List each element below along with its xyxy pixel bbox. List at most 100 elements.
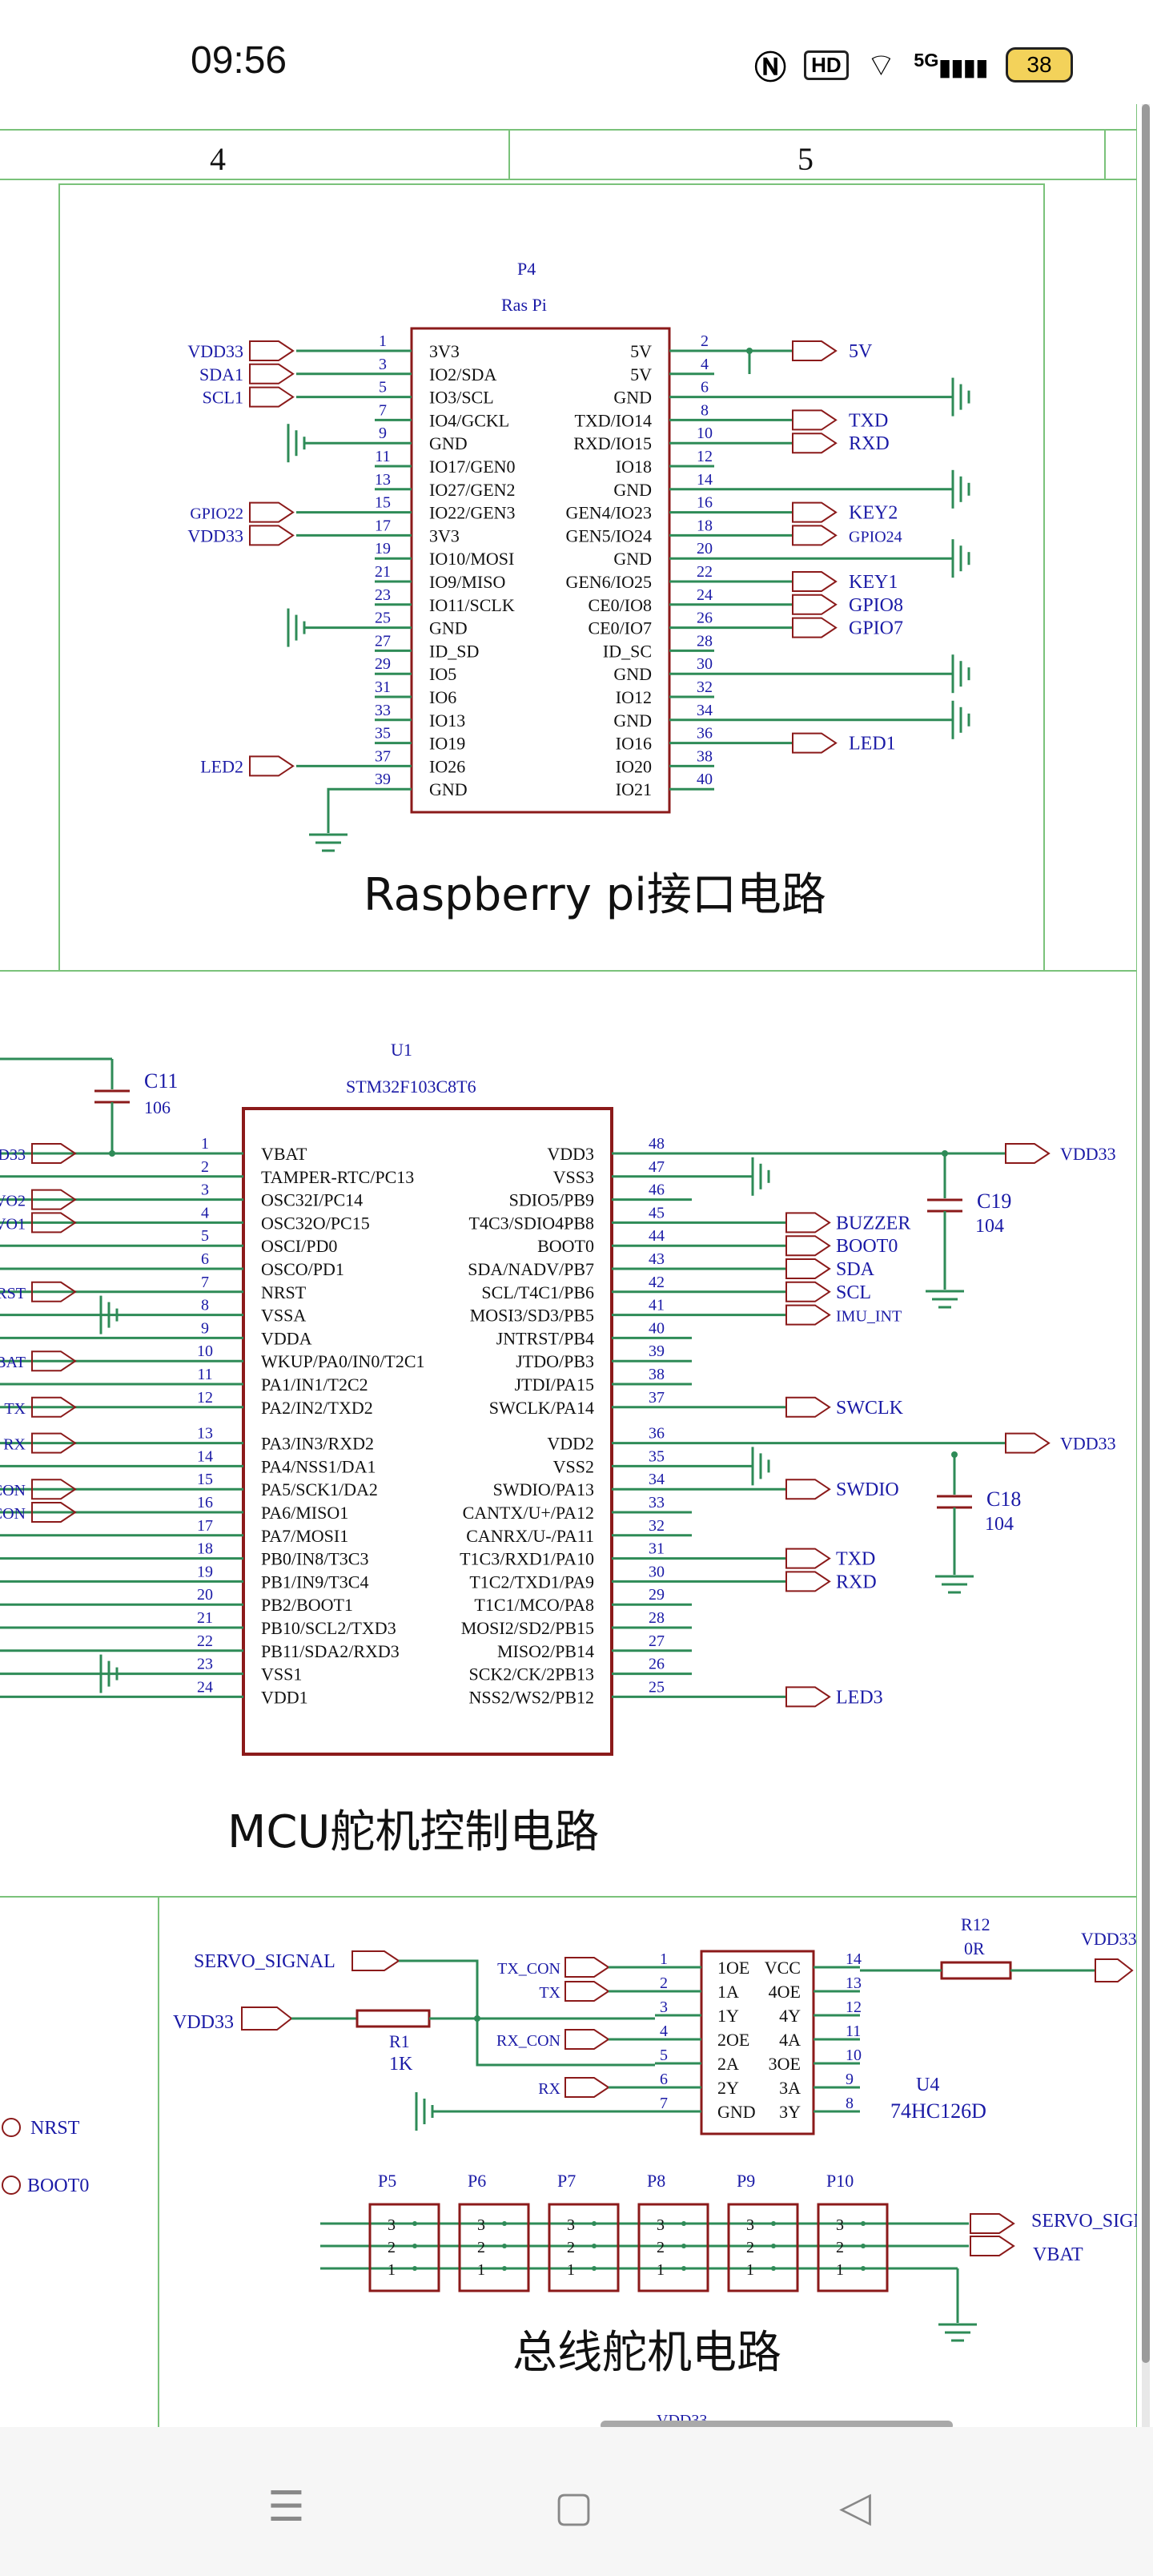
u1-pin-number: 24 (197, 1678, 213, 1696)
bus-servo-circuit[interactable]: SERVO_SIGNAL VDD33 R1 1K NRST BOOT0 U4 7… (2, 1914, 1153, 2429)
u1-pin-name: MOSI2/SD2/PB15 (461, 1618, 594, 1638)
connector-pin-dot (502, 2221, 507, 2226)
u4-pin-number: 14 (846, 1950, 862, 1968)
u1-pin-number: 27 (649, 1632, 665, 1650)
capacitor-c19[interactable]: C19 104 (927, 1150, 1011, 1290)
u1-pin-name: JTDI/PA15 (515, 1375, 594, 1395)
connector-pin-dot (681, 2244, 686, 2248)
status-icons: Ⓝ HD ⌔ 5G▮▮▮▮ 38 (754, 42, 1073, 88)
p4-pin-name: 5V (630, 364, 652, 384)
u1-pin-number: 3 (201, 1181, 209, 1199)
p4-pin-number: 5 (379, 379, 387, 396)
connector-pin-number: 2 (477, 2239, 485, 2256)
u1-pin-name: OSCI/PD0 (261, 1236, 337, 1256)
u1-pin-name: CANRX/U-/PA11 (466, 1526, 594, 1546)
p4-pin-name: GND (613, 710, 652, 731)
p4-gnd-wire (327, 787, 375, 833)
connector-pin-number: 1 (477, 2261, 485, 2279)
u1-net-port (31, 1432, 77, 1454)
section-title-mcu: MCU舵机控制电路 (227, 1806, 599, 1858)
p4-pin-name: IO5 (429, 664, 456, 684)
p4-pin-number: 11 (375, 448, 390, 465)
u1-net-label: SCL (836, 1282, 871, 1303)
u1-pin-number: 5 (201, 1227, 209, 1245)
p4-pin-name: IO3/SCL (429, 388, 494, 408)
p4-pin-number: 37 (375, 747, 391, 765)
connector-ref: P5 (378, 2171, 396, 2191)
p4-pin-name: 5V (630, 341, 652, 361)
u1-net-port (785, 1235, 831, 1257)
p4-pin-number: 1 (379, 332, 387, 350)
u1-pin-number: 2 (201, 1158, 209, 1176)
connector-pin-dot (592, 2266, 597, 2271)
u1-net-label: SWDIO (836, 1479, 899, 1500)
p4-pin-number: 15 (375, 494, 391, 512)
u1-net-port (785, 1212, 831, 1234)
p4-pin-number: 32 (697, 678, 713, 696)
connector-pin-dot (502, 2266, 507, 2271)
capacitor-c18[interactable]: C18 104 (937, 1451, 1021, 1575)
u1-pin-number: 40 (649, 1319, 665, 1337)
u1-net-port (785, 1396, 831, 1418)
u1-pin-number: 11 (197, 1366, 212, 1383)
menu-icon[interactable]: ☰ (267, 2483, 305, 2531)
svg-text:C11: C11 (144, 1069, 178, 1093)
u1-pin-number: 22 (197, 1632, 213, 1650)
u1-pin-name: WKUP/PA0/IN0/T2C1 (261, 1351, 425, 1371)
vertical-scrollbar[interactable] (1142, 104, 1150, 2427)
p4-net-port (792, 571, 838, 592)
p4-pin-number: 22 (697, 563, 713, 581)
system-nav-bar: ☰ ▢ ◁ (0, 2427, 1153, 2576)
u4-pin-number: 6 (660, 2071, 668, 2088)
u1-pin-number: 10 (197, 1342, 213, 1360)
u1-pin-name: NRST (261, 1282, 307, 1302)
u4-pin-number: 4 (660, 2023, 668, 2040)
u1-pin-name: PA2/IN2/TXD2 (261, 1398, 373, 1418)
mcu-stm32-u1[interactable]: U1 STM32F103C8T6 C11 106 C19 (0, 1040, 1116, 1756)
grid-col-4: 4 (210, 141, 226, 177)
p4-pin-name: IO18 (616, 457, 652, 477)
u1-pin-name: CANTX/U+/PA12 (463, 1503, 594, 1523)
u1-net-label: VDD33 (1060, 1434, 1116, 1454)
u1-pin-number: 8 (201, 1297, 209, 1314)
back-icon[interactable]: ◁ (839, 2483, 871, 2531)
u1-pin-number: 48 (649, 1135, 665, 1153)
p4-net-port (249, 340, 295, 361)
p4-net-label: GPIO8 (849, 595, 903, 616)
p4-pin-number: 2 (701, 332, 709, 350)
u1-pin-number: 34 (649, 1471, 665, 1488)
u1-pin-name: PA3/IN3/RXD2 (261, 1434, 374, 1454)
u1-pin-name: VSSA (261, 1306, 306, 1326)
u1-pin-name: VDD3 (547, 1144, 594, 1164)
u1-pin-name: BOOT0 (537, 1236, 594, 1256)
servo-signal-net: SERVO_SIGNAL (194, 1951, 335, 1972)
p4-net-label: VDD33 (187, 341, 243, 361)
connector-pin-number: 1 (657, 2261, 665, 2279)
schematic-viewport[interactable]: 4 5 Raspberry pi接口电路 MCU舵机控制电路 总线舵机电路 P4… (0, 104, 1153, 2429)
p4-pin-name: IO16 (616, 734, 652, 754)
u1-pin-number: 9 (201, 1319, 209, 1337)
p4-net-port (792, 525, 838, 546)
p4-pin-name: IO17/GEN0 (429, 457, 516, 477)
home-icon[interactable]: ▢ (554, 2483, 594, 2531)
connector-pin-number: 3 (388, 2216, 396, 2234)
connector-pin-dot (412, 2244, 417, 2248)
svg-text:C19: C19 (977, 1189, 1011, 1213)
u1-pin-number: 39 (649, 1342, 665, 1360)
u1-pin-name: VDD1 (261, 1687, 308, 1707)
u1-pin-number: 16 (197, 1494, 213, 1511)
vertical-scroll-thumb[interactable] (1142, 104, 1150, 2363)
schematic-canvas[interactable]: 4 5 Raspberry pi接口电路 MCU舵机控制电路 总线舵机电路 P4… (0, 104, 1153, 2429)
u1-net-label: RX (3, 1436, 26, 1454)
resistor-r1[interactable] (356, 2009, 431, 2028)
p4-net-port (249, 755, 295, 777)
u1-net-label: SWCLK (836, 1398, 904, 1419)
resistor-r12[interactable] (940, 1961, 1012, 1980)
u1-pin-name: SDA/NADV/PB7 (468, 1259, 594, 1279)
u4-body (700, 1950, 815, 2135)
vbat-port (970, 2236, 1015, 2256)
u1-pin-name: MISO2/PB14 (497, 1641, 594, 1661)
capacitor-c11[interactable]: C11 106 (0, 1057, 178, 1157)
u1-pin-name: PB0/IN8/T3C3 (261, 1549, 368, 1569)
